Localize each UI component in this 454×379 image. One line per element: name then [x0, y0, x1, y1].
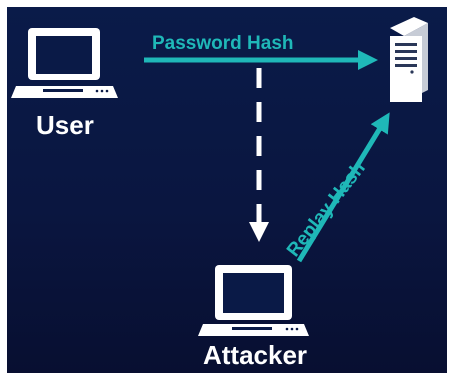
password-hash-label: Password Hash — [152, 33, 294, 54]
server-icon — [390, 17, 428, 102]
user-laptop-icon — [11, 28, 118, 98]
attacker-label: Attacker — [203, 340, 308, 370]
attacker-laptop-icon — [198, 265, 309, 336]
user-label: User — [36, 110, 94, 140]
replay-hash-arrow — [296, 112, 390, 263]
diagram-svg — [11, 17, 428, 336]
diagram-canvas: User Attacker Password Hash Replay Hash — [7, 7, 447, 373]
